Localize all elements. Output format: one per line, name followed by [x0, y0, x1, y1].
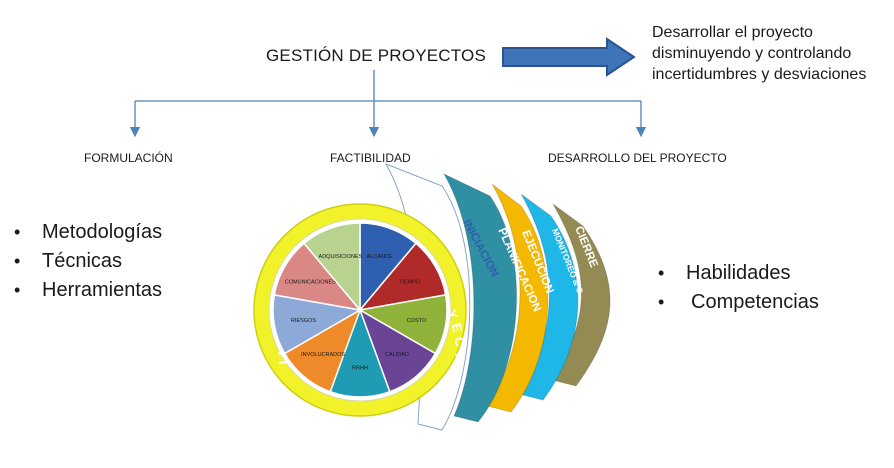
- phase-formulacion: FORMULACIÓN: [84, 151, 173, 165]
- phase-factibilidad: FACTIBILIDAD: [330, 151, 411, 165]
- pie-segment-label: ADQUISICIONES: [319, 254, 363, 260]
- phase-band: [486, 183, 549, 413]
- goal-arrow: [502, 37, 636, 77]
- skills-list: Habilidades Competencias: [658, 259, 819, 317]
- phase-band: [442, 172, 518, 423]
- tools-list: Metodologías Técnicas Herramientas: [14, 218, 162, 305]
- pie-segment-label: CALIDAD: [385, 352, 409, 358]
- goal-line: incertidumbres y desviaciones: [652, 66, 867, 83]
- pie-segment-label: RIESGOS: [291, 318, 316, 324]
- pie-segment: [303, 222, 361, 313]
- knowledge-areas-pie: ALCANCE TIEMPO COSTO CALIDAD RRHH INVOLUCRADO…: [272, 222, 448, 398]
- goal-line: Desarrollar el proyecto: [652, 24, 813, 41]
- pie-segment-label: COMUNICACIONES: [285, 279, 336, 285]
- pie-segment-label: TIEMPO: [399, 279, 421, 285]
- list-item: Metodologías: [14, 218, 162, 247]
- pie-segment-label: COSTO: [407, 318, 427, 324]
- tree-connector: [129, 70, 647, 138]
- pie-segment-label: ALCANCE: [367, 254, 393, 260]
- list-item: Habilidades: [658, 259, 819, 288]
- pie-segment-label: RRHH: [352, 365, 368, 371]
- list-item: Herramientas: [14, 276, 162, 305]
- phase-desarrollo: DESARROLLO DEL PROYECTO: [548, 151, 727, 165]
- page-title: GESTIÓN DE PROYECTOS: [266, 46, 487, 65]
- phase-band: [551, 203, 611, 387]
- phase-band: [518, 193, 579, 401]
- goal-line: disminuyendo y controlando: [652, 45, 852, 62]
- pie-segment-label: INVOLUCRADOS: [301, 352, 345, 358]
- list-item: Competencias: [658, 288, 819, 317]
- goal-text: Desarrollar el proyecto disminuyendo y c…: [652, 22, 884, 85]
- list-item: Técnicas: [14, 247, 162, 276]
